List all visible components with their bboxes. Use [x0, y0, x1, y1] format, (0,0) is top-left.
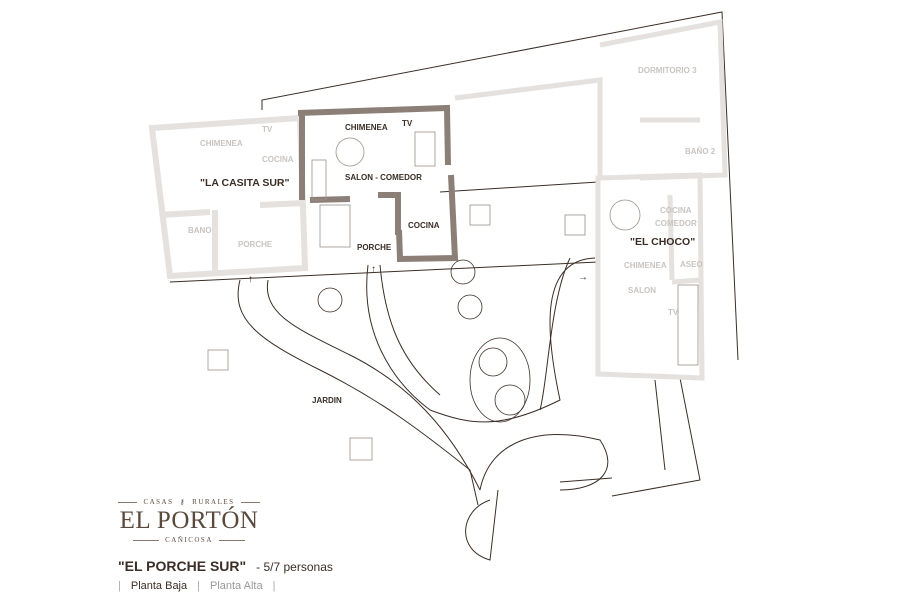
- furniture: [207, 131, 699, 461]
- logo-name: EL PORTÓN: [119, 507, 259, 534]
- separator: |: [118, 580, 121, 592]
- cocina-comedor-label: COCINA: [660, 206, 692, 215]
- arrow-up-icon: ↑: [248, 274, 253, 285]
- trees: [317, 259, 531, 423]
- el-choco-label: "EL CHOCO": [630, 236, 695, 248]
- casita-sur-label: "LA CASITA SUR": [200, 177, 290, 189]
- bano2-label: BAÑO 2: [685, 147, 716, 156]
- separator: |: [272, 580, 276, 592]
- salon-label: SALON: [628, 286, 656, 295]
- casita-cocina-label: COCINA: [262, 155, 294, 164]
- casita-sur-building: [148, 114, 309, 280]
- casita-tv-label: TV: [262, 125, 273, 134]
- capacity: - 5/7 personas: [256, 560, 333, 574]
- tv-label: TV: [402, 119, 413, 128]
- site-boundary: [169, 11, 739, 497]
- logo-top-text-2: RURALES: [192, 498, 235, 506]
- page-title: "EL PORCHE SUR" - 5/7 personas: [118, 558, 333, 574]
- chimenea-label: CHIMENEA: [345, 123, 388, 132]
- cocina-comedor-label-2: COMEDOR: [655, 219, 697, 228]
- floor-tabs: | Planta Baja | Planta Alta |: [118, 580, 275, 592]
- salon-comedor-label: SALON - COMEDOR: [345, 173, 422, 182]
- jardin-label: JARDIN: [312, 396, 342, 405]
- arrow-up-icon: ↑: [371, 264, 376, 275]
- porche-sur-building: [297, 104, 459, 263]
- choco-tv-label: TV: [668, 308, 679, 317]
- dormitorio3-label: DORMITORIO 3: [638, 66, 697, 75]
- tab-planta-baja[interactable]: Planta Baja: [130, 580, 188, 592]
- house-name: "EL PORCHE SUR": [118, 558, 247, 574]
- separator: |: [197, 580, 200, 592]
- logo-sub-text: CAÑICOSA: [165, 536, 213, 544]
- cocina-label: COCINA: [408, 221, 440, 230]
- porche-label: PORCHE: [357, 243, 392, 252]
- garden-paths: [237, 257, 613, 561]
- casita-porche-label: PORCHE: [238, 240, 273, 249]
- arrow-right-icon: →: [578, 272, 588, 283]
- key-icon: ⚷: [179, 498, 187, 506]
- inactive-buildings: [454, 18, 728, 381]
- logo-top-text: CASAS: [143, 498, 174, 506]
- choco-chimenea-label: CHIMENEA: [624, 261, 667, 270]
- tab-planta-alta[interactable]: Planta Alta: [209, 580, 263, 592]
- casita-bano-label: BANO: [188, 226, 212, 235]
- logo: CASAS ⚷ RURALES EL PORTÓN CAÑICOSA: [118, 498, 260, 544]
- casita-chimenea-label: CHIMENEA: [200, 139, 243, 148]
- aseo-label: ASEO: [680, 260, 703, 269]
- entry-arrows: ↑ ↑ →: [248, 264, 588, 285]
